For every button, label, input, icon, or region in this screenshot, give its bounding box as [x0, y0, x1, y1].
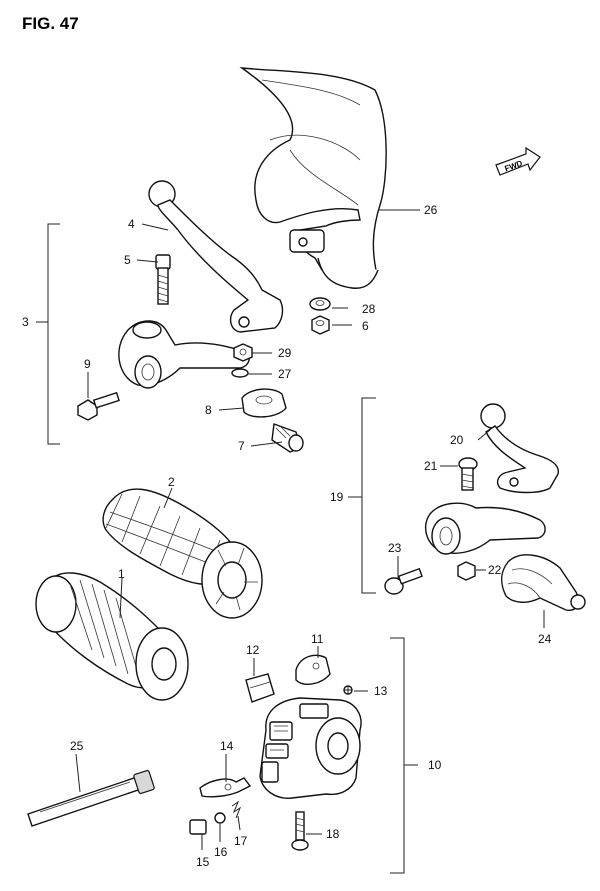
callout-labels: 4 5 3 9 8 7 28 6 29 27 26 2 1 20 21 19 2… [22, 203, 552, 869]
part-29-nut [233, 343, 253, 362]
bracket-group-19 [348, 397, 376, 594]
part-3-lever-holder [118, 320, 250, 389]
callout-10: 10 [428, 758, 442, 772]
callout-13: 13 [374, 684, 388, 698]
callout-11: 11 [311, 632, 324, 646]
bracket-group-10 [390, 637, 418, 874]
part-11-clamp [295, 654, 331, 685]
callout-17: 17 [234, 834, 248, 848]
callout-27: 27 [278, 367, 292, 381]
callout-16: 16 [214, 845, 228, 859]
part-2-throttle-grip [102, 488, 263, 619]
part-24-lever-cover [501, 554, 586, 611]
part-19-clutch-holder [425, 502, 546, 555]
forward-direction-arrow: FWD [495, 146, 541, 176]
callout-1: 1 [118, 567, 125, 581]
callout-21: 21 [424, 459, 438, 473]
callout-2: 2 [168, 475, 175, 489]
leader-lines [75, 209, 545, 850]
bracket-group-3 [36, 223, 60, 445]
part-18-screw [291, 811, 309, 851]
callout-24: 24 [538, 632, 552, 646]
part-14-switch-contact [199, 777, 252, 798]
part-26-hand-guard [239, 67, 387, 289]
part-13-screw [343, 685, 353, 695]
callout-22: 22 [488, 563, 502, 577]
callout-18: 18 [326, 827, 340, 841]
callout-20: 20 [450, 433, 464, 447]
callout-15: 15 [196, 855, 210, 869]
callout-28: 28 [362, 302, 376, 316]
part-23-screw [384, 567, 423, 595]
part-20-clutch-lever [480, 403, 559, 494]
part-12-clamp [245, 673, 275, 703]
callout-7: 7 [238, 439, 245, 453]
part-16-ball [214, 812, 226, 824]
part-9-screw [77, 391, 120, 421]
part-15-switch-knob [189, 819, 207, 835]
callout-19: 19 [330, 490, 344, 504]
callout-25: 25 [70, 739, 84, 753]
part-27-washer [231, 368, 249, 378]
part-22-nut [457, 561, 476, 581]
callout-4: 4 [128, 217, 135, 231]
callout-29: 29 [278, 346, 292, 360]
figure-title: FIG. 47 [22, 14, 79, 33]
callout-23: 23 [388, 541, 402, 555]
callout-5: 5 [124, 253, 131, 267]
part-8-adjuster [241, 388, 287, 418]
part-6-nut [311, 315, 330, 335]
callout-14: 14 [220, 739, 234, 753]
part-4-brake-lever [148, 180, 284, 333]
part-1-left-grip [35, 572, 189, 701]
callout-12: 12 [246, 643, 260, 657]
part-7-bolt [271, 423, 304, 453]
callout-9: 9 [84, 357, 91, 371]
callout-6: 6 [362, 319, 369, 333]
part-28-washer [309, 297, 331, 311]
part-21-pivot-bolt [458, 457, 478, 491]
callout-8: 8 [205, 403, 212, 417]
part-5-pivot-bolt [155, 254, 171, 305]
part-10-switch-housing [259, 697, 362, 799]
callout-3: 3 [22, 315, 29, 329]
part-25-cable-tie [27, 769, 155, 827]
part-17-spring [231, 800, 242, 819]
callout-26: 26 [424, 203, 438, 217]
